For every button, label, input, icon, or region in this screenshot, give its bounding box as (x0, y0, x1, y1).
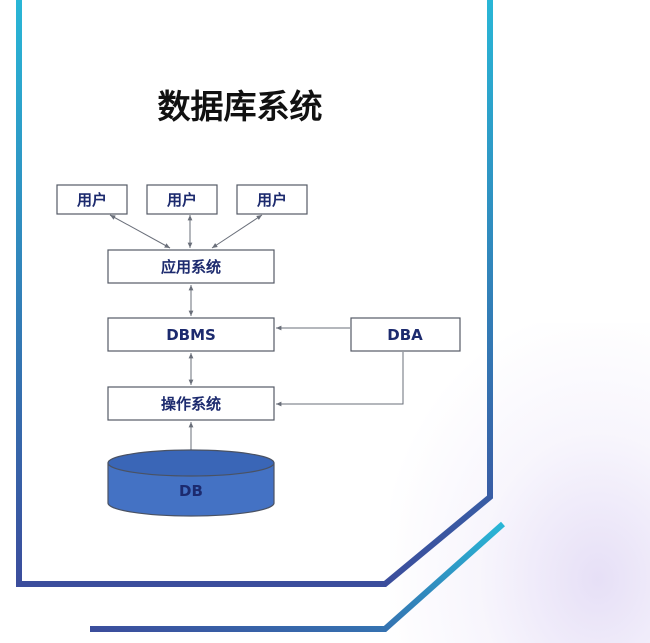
dbms-box (107, 317, 275, 352)
diagram-title: 数据库系统 (158, 87, 323, 126)
dba-label: DBA (387, 326, 423, 344)
user-label-3: 用户 (257, 191, 287, 209)
app-system-label: 应用系统 (161, 258, 221, 276)
frame-border (16, 0, 493, 587)
dbms-label: DBMS (166, 326, 216, 344)
dba-box (350, 317, 461, 352)
frame-accent-line (90, 521, 505, 632)
db-label: DB (179, 482, 203, 500)
os-box (107, 386, 275, 421)
user-label-2: 用户 (167, 191, 197, 209)
edge-dba-os (276, 352, 404, 407)
user-box-1 (56, 184, 128, 215)
app-system-box (107, 249, 275, 284)
edge-user3-app (211, 214, 263, 249)
user-box-2 (146, 184, 218, 215)
user-box-3 (236, 184, 308, 215)
os-label: 操作系统 (161, 395, 221, 413)
edge-user1-app (109, 214, 171, 249)
user-label-1: 用户 (77, 191, 107, 209)
database-cylinder-icon (107, 449, 275, 517)
